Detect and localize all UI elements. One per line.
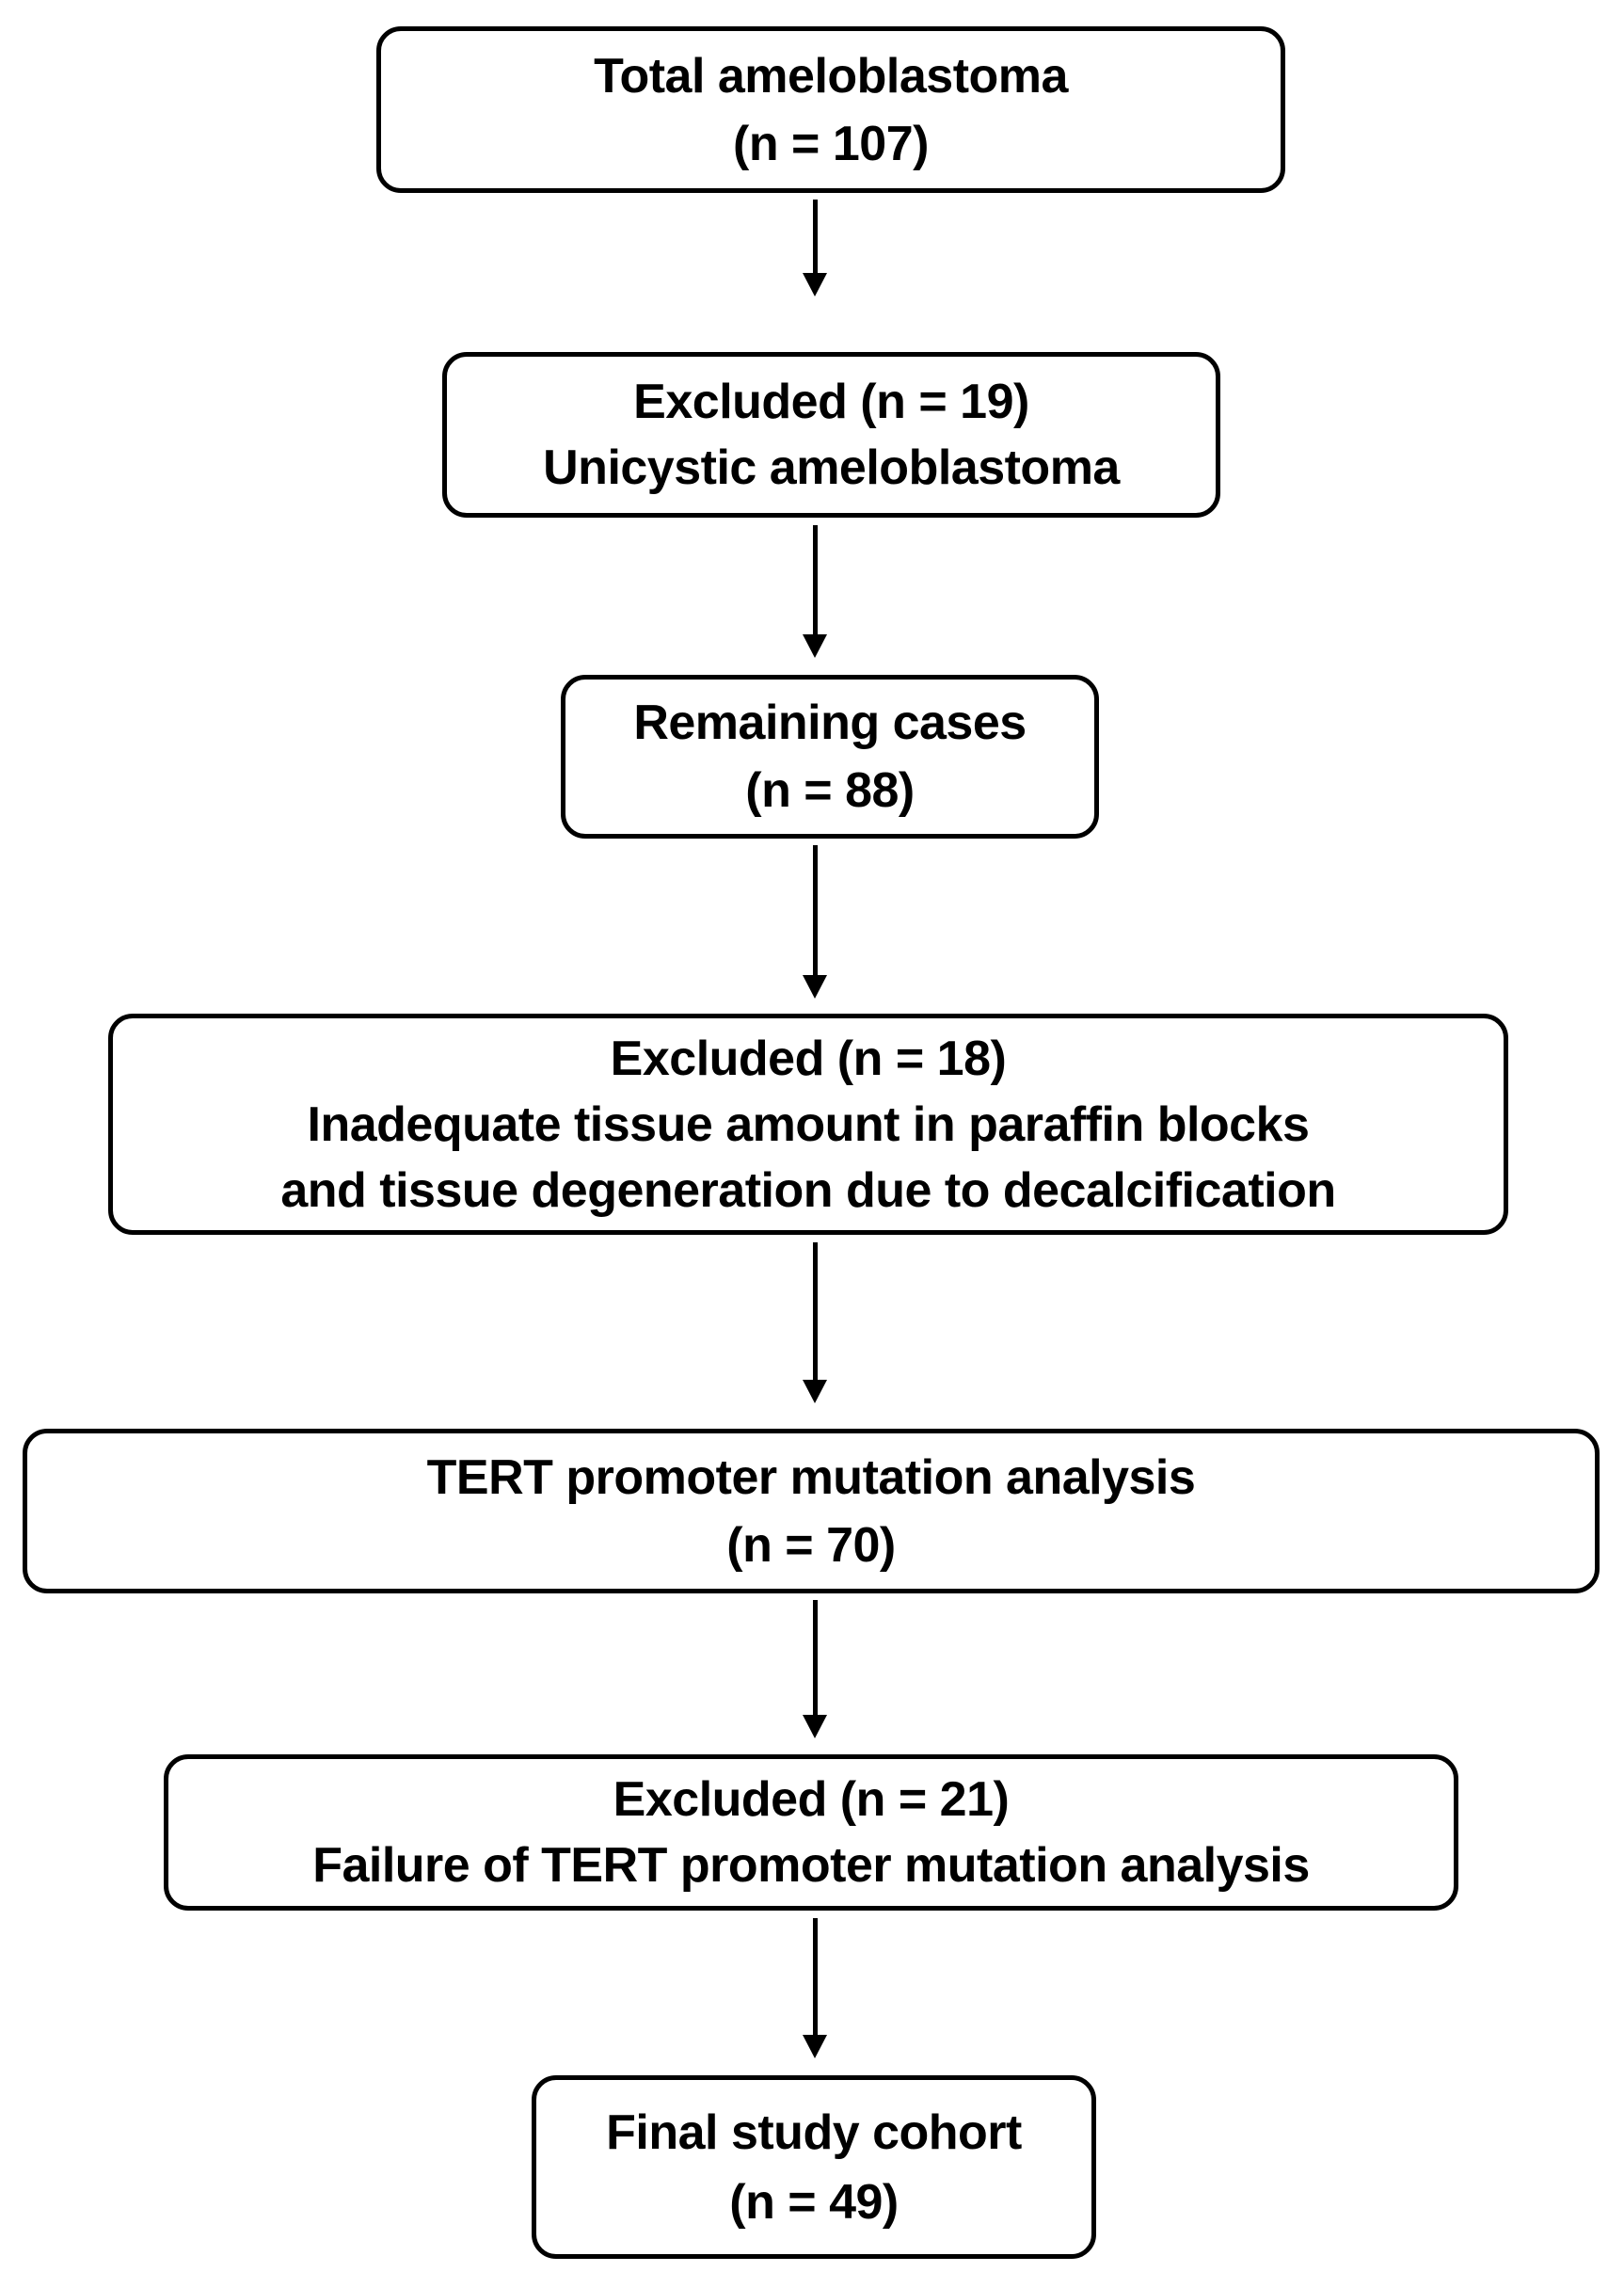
arrow-shaft bbox=[813, 845, 818, 979]
flow-node-line: (n = 70) bbox=[726, 1517, 896, 1573]
flow-node-line: Excluded (n = 19) bbox=[633, 375, 1029, 429]
flow-node-line: (n = 49) bbox=[729, 2174, 899, 2230]
flow-node-final-study-cohort: Final study cohort (n = 49) bbox=[532, 2075, 1096, 2259]
flow-node-line: Unicystic ameloblastoma bbox=[543, 440, 1120, 495]
arrow-shaft bbox=[813, 1918, 818, 2039]
flow-node-remaining-cases: Remaining cases (n = 88) bbox=[561, 675, 1099, 839]
arrow-shaft bbox=[813, 525, 818, 638]
flow-node-line: and tissue degeneration due to decalcifi… bbox=[280, 1162, 1336, 1218]
arrow-head bbox=[803, 1380, 827, 1403]
flow-node-line: Inadequate tissue amount in paraffin blo… bbox=[307, 1096, 1310, 1152]
flow-node-tert-promoter-analysis: TERT promoter mutation analysis (n = 70) bbox=[23, 1429, 1600, 1593]
flow-node-line: Final study cohort bbox=[606, 2104, 1022, 2160]
flow-node-line: Total ameloblastoma bbox=[594, 48, 1068, 104]
arrow-head bbox=[803, 2035, 827, 2058]
flow-node-line: (n = 107) bbox=[733, 116, 929, 171]
arrow-head bbox=[803, 273, 827, 296]
flow-node-excluded-failed-analysis: Excluded (n = 21) Failure of TERT promot… bbox=[164, 1754, 1458, 1911]
flow-node-line: Remaining cases bbox=[633, 696, 1027, 750]
arrow-shaft bbox=[813, 1600, 818, 1719]
flow-node-excluded-unicystic: Excluded (n = 19) Unicystic ameloblastom… bbox=[442, 352, 1220, 518]
flow-node-line: TERT promoter mutation analysis bbox=[426, 1449, 1196, 1505]
arrow-shaft bbox=[813, 200, 818, 277]
flow-node-line: Excluded (n = 21) bbox=[613, 1772, 1010, 1827]
arrow-shaft bbox=[813, 1242, 818, 1384]
arrow-head bbox=[803, 1715, 827, 1738]
arrow-head bbox=[803, 975, 827, 999]
arrow-head bbox=[803, 634, 827, 658]
flow-node-line: Excluded (n = 18) bbox=[610, 1031, 1007, 1086]
flow-node-total-ameloblastoma: Total ameloblastoma (n = 107) bbox=[376, 26, 1285, 193]
flow-node-line: (n = 88) bbox=[745, 763, 915, 818]
flow-node-excluded-inadequate-tissue: Excluded (n = 18) Inadequate tissue amou… bbox=[108, 1014, 1508, 1235]
flow-node-line: Failure of TERT promoter mutation analys… bbox=[312, 1838, 1310, 1893]
